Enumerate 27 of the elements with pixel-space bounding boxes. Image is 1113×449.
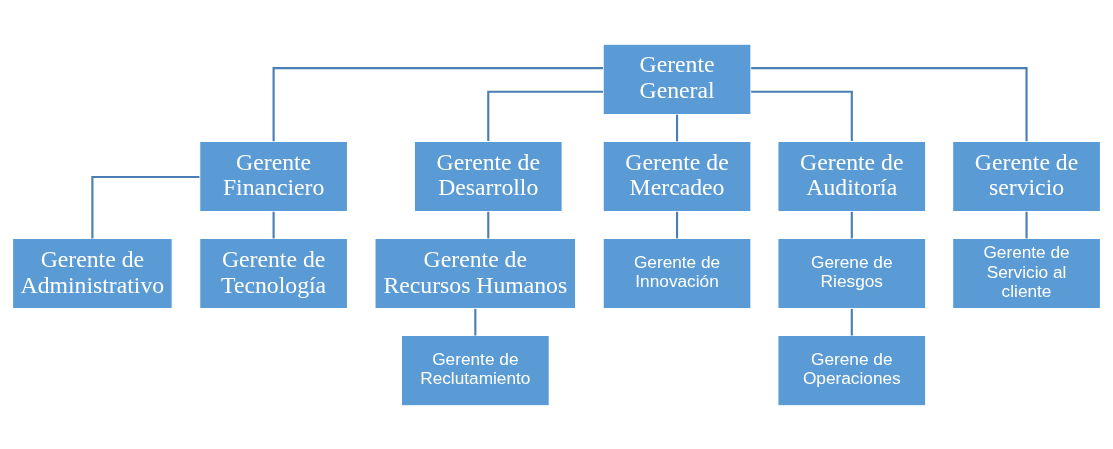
node-box: Gerente de Mercadeo xyxy=(602,140,752,212)
node-box: Gerene de Operaciones xyxy=(777,334,927,406)
connector xyxy=(850,308,853,335)
node-box: Gerente de Reclutamiento xyxy=(400,334,550,406)
node-box: Gerente de Servicio al cliente xyxy=(952,237,1101,309)
connector xyxy=(675,211,679,238)
connector xyxy=(487,90,603,141)
connector xyxy=(850,211,853,238)
connector xyxy=(1025,211,1028,238)
node-box: Gerente de Recursos Humanos xyxy=(374,237,577,309)
connector xyxy=(751,90,853,141)
node-box: Gerente de Auditoría xyxy=(777,140,927,212)
node-box: Gerente General xyxy=(602,43,752,115)
connector xyxy=(474,308,477,335)
node-box: Gerente de Innovación xyxy=(602,237,752,309)
connector xyxy=(272,211,275,238)
node-box: Gerene de Riesgos xyxy=(777,237,927,309)
node-box: Gerente Financiero xyxy=(199,140,349,212)
node-box: Gerente de Administrativo xyxy=(12,237,173,309)
connector xyxy=(675,114,679,141)
connector xyxy=(272,66,604,141)
node-box: Gerente de Desarrollo xyxy=(413,140,563,212)
connector xyxy=(751,66,1028,141)
connector xyxy=(487,211,490,238)
connector xyxy=(91,175,200,238)
node-box: Gerente de servicio xyxy=(952,140,1101,212)
node-box: Gerente de Tecnología xyxy=(199,237,349,309)
